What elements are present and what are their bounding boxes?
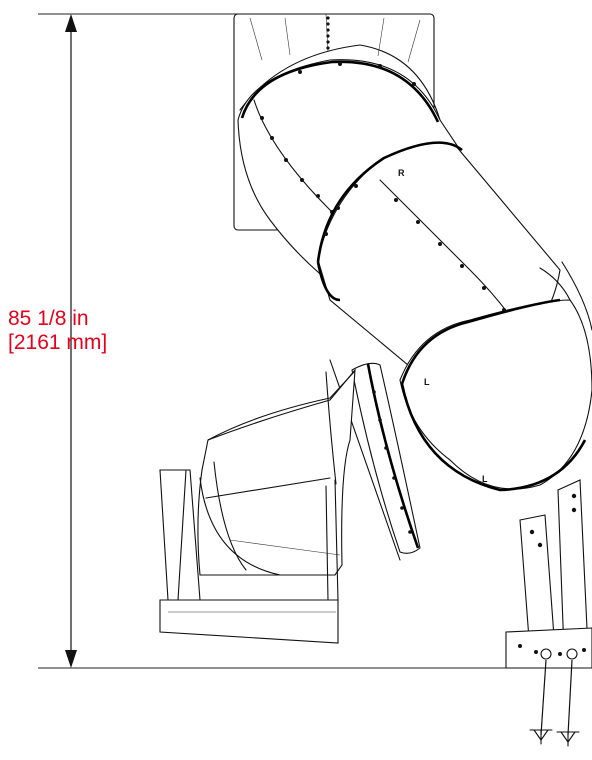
ground-anchors (529, 659, 580, 747)
panel-marker-l1: L (424, 377, 430, 387)
height-metric: [2161 mm] (8, 331, 108, 354)
height-dimension-label: 85 1/8 in [2161 mm] (8, 307, 107, 355)
panel-marker-l2: L (482, 474, 488, 484)
support-leg-assembly (505, 479, 592, 669)
tube-right-outline (561, 261, 592, 331)
tube-section-upper (237, 59, 461, 291)
exit-chute (159, 368, 356, 644)
tube-section-lower: L L (399, 267, 592, 492)
height-imperial: 85 1/8 in (8, 307, 89, 330)
panel-marker-r1: R (398, 168, 405, 178)
chain-detail (326, 16, 330, 50)
height-dimension-arrow (65, 14, 77, 668)
